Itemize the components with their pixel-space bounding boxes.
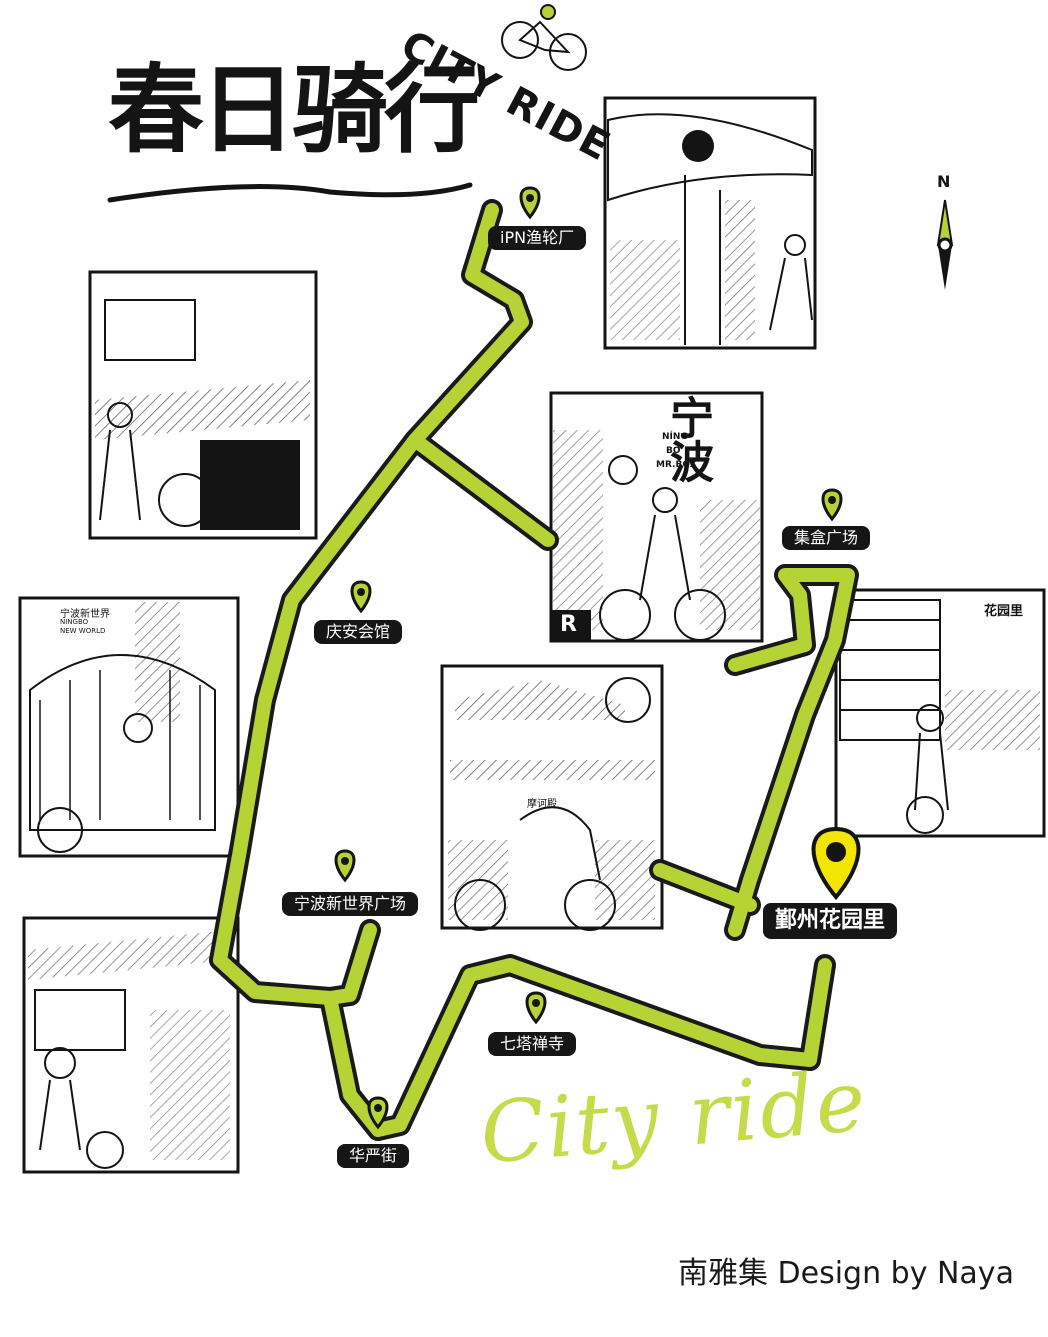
stop-label-qita[interactable]: 七塔禅寺 (488, 1032, 577, 1056)
stop-label-jihe[interactable]: 集盒广场 (782, 526, 871, 550)
pin-icon[interactable] (525, 991, 547, 1025)
panel-logo-xinshijie-cn: 宁波新世界 (60, 609, 110, 620)
illustration-panel-temple (440, 664, 664, 931)
illustration-panel-new-world (18, 596, 240, 858)
panel-pinyin-ning: NÍNG (662, 432, 688, 442)
panel-sign-ningbo: 宁波 (662, 395, 713, 483)
illustration-panel-ipn (603, 96, 817, 350)
illustration-panel-old-street (88, 270, 318, 540)
bike-route (209, 199, 859, 1141)
pin-icon[interactable] (821, 488, 843, 522)
pin-icon[interactable] (519, 186, 541, 220)
pin-icon[interactable] (350, 580, 372, 614)
panel-pinyin-bo: BŌ (666, 446, 681, 456)
bicycle-icon (501, 4, 587, 71)
illustration-panel-huayuanli (834, 588, 1046, 838)
pin-icon[interactable] (334, 849, 356, 883)
panel-logo-huayuanli: 花园里 (984, 604, 1024, 619)
pin-icon[interactable] (367, 1096, 389, 1130)
stop-label-xinshijie[interactable]: 宁波新世界广场 (282, 892, 419, 916)
panel-mrbox-bottom: R (560, 612, 577, 637)
stop-label-yinzhou[interactable]: 鄞州花园里 (763, 903, 898, 939)
panel-logo-xinshijie-en2: NEW WORLD (60, 627, 106, 635)
stop-label-huayan[interactable]: 华严街 (337, 1144, 410, 1168)
destination-pin-icon[interactable] (811, 826, 861, 901)
design-credit: 南雅集 Design by Naya (678, 1256, 1014, 1291)
title-underline (107, 182, 473, 203)
illustration-panel-huayan-street (22, 916, 240, 1174)
compass-needle-icon (936, 199, 954, 290)
panel-mrbox: MR.BOX (656, 460, 697, 470)
poster-title: 春日骑行 (108, 54, 480, 166)
compass-north-label: N (937, 172, 951, 191)
illustration-panel-mrbox (549, 391, 764, 643)
stop-label-ipn[interactable]: iPN渔轮厂 (488, 226, 587, 250)
panel-logo-xinshijie-en1: NINGBO (60, 618, 89, 626)
panel-temple-plaque: 摩诃殿 (527, 799, 557, 810)
stop-label-qingan[interactable]: 庆安会馆 (314, 620, 403, 644)
